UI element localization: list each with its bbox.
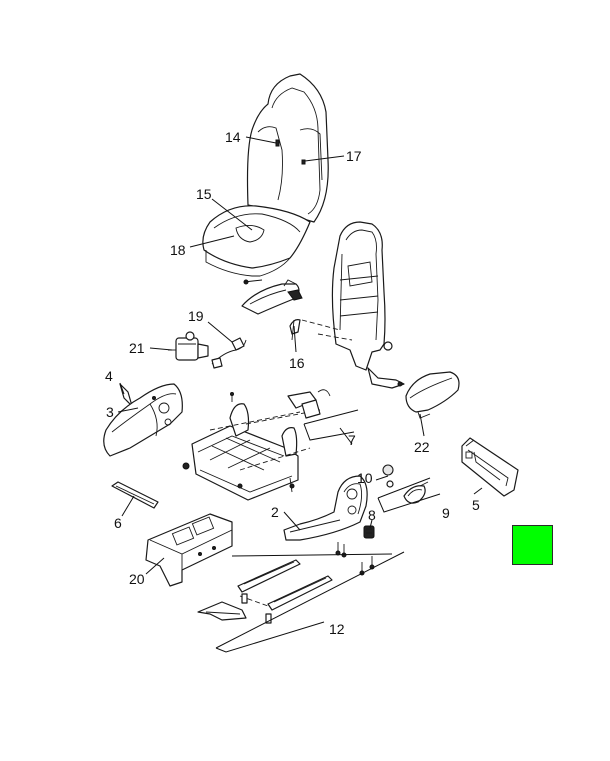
seat-back-frame (301, 221, 405, 389)
part-2-side-cover (283, 475, 368, 541)
callout-21: 21 (129, 340, 145, 356)
part-8-bushing (363, 525, 375, 539)
callout-4: 4 (105, 368, 113, 384)
callout-14: 14 (225, 129, 241, 145)
callout-2: 2 (271, 504, 279, 520)
callout-20: 20 (129, 571, 145, 587)
part-6-strap (111, 481, 159, 509)
part-5-side-panel (461, 437, 519, 497)
callout-6: 6 (114, 515, 122, 531)
callout-3: 3 (106, 404, 114, 420)
callout-17: 17 (346, 148, 362, 164)
callout-8: 8 (368, 507, 376, 523)
callout-7: 7 (348, 432, 356, 448)
callout-22: 22 (414, 439, 430, 455)
part-20-riser (145, 513, 233, 587)
callout-10: 10 (357, 470, 373, 486)
leader-lines (117, 136, 483, 575)
callout-12: 12 (329, 621, 345, 637)
part-19-wire-harness (211, 337, 247, 369)
armrest-bracket (241, 279, 303, 315)
part-21-valve (168, 331, 209, 361)
part-9-knob (382, 464, 429, 504)
part-16-clip (289, 319, 301, 341)
green-marker-square (512, 525, 553, 565)
callout-19: 19 (188, 308, 204, 324)
callout-18: 18 (170, 242, 186, 258)
part-12-seat-rails (197, 542, 375, 624)
part-22-armrest (405, 371, 460, 419)
callout-15: 15 (196, 186, 212, 202)
part-7-seat-base-frame (182, 389, 331, 501)
callout-9: 9 (442, 505, 450, 521)
callout-16: 16 (289, 355, 305, 371)
callout-5: 5 (472, 497, 480, 513)
part-3-side-shield (103, 383, 183, 457)
callout-labels: 14 17 15 18 19 21 16 4 3 7 22 10 8 9 5 6… (105, 129, 480, 637)
callout-brackets (215, 409, 441, 653)
seat-assembly (202, 73, 329, 277)
